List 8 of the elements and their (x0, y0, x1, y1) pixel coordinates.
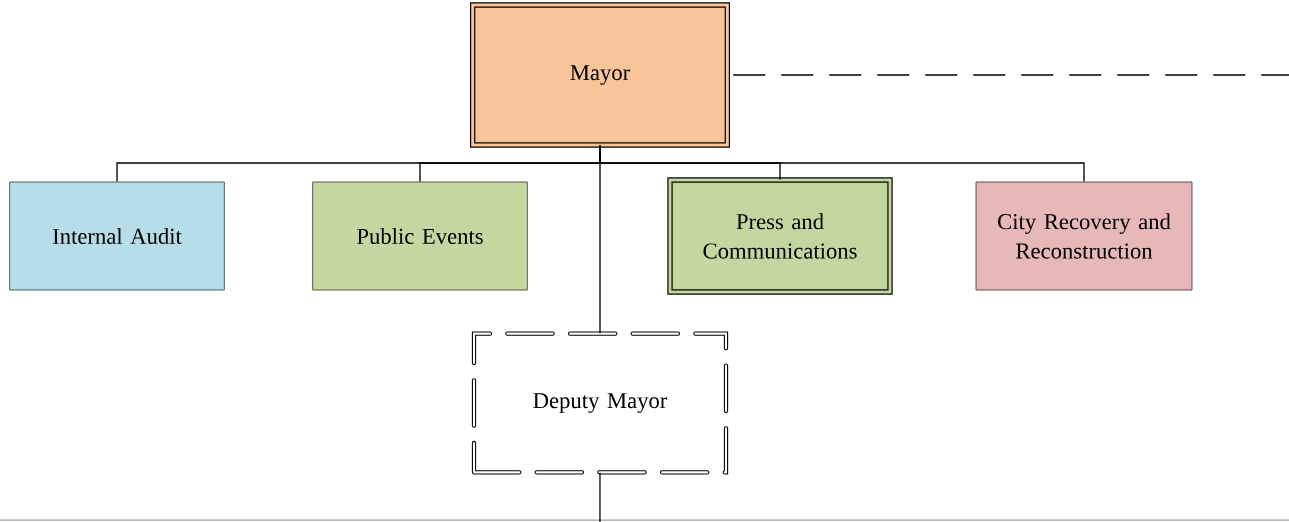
org-box: Public Events (312, 181, 528, 291)
connector-line (599, 144, 601, 334)
org-box: Mayor (470, 2, 730, 148)
dashed-box: Deputy Mayor (471, 331, 729, 475)
connector-line (599, 472, 601, 522)
org-box: Press and Communications (667, 177, 893, 295)
org-box: City Recovery and Reconstruction (975, 181, 1193, 291)
org-box: Internal Audit (9, 181, 225, 291)
